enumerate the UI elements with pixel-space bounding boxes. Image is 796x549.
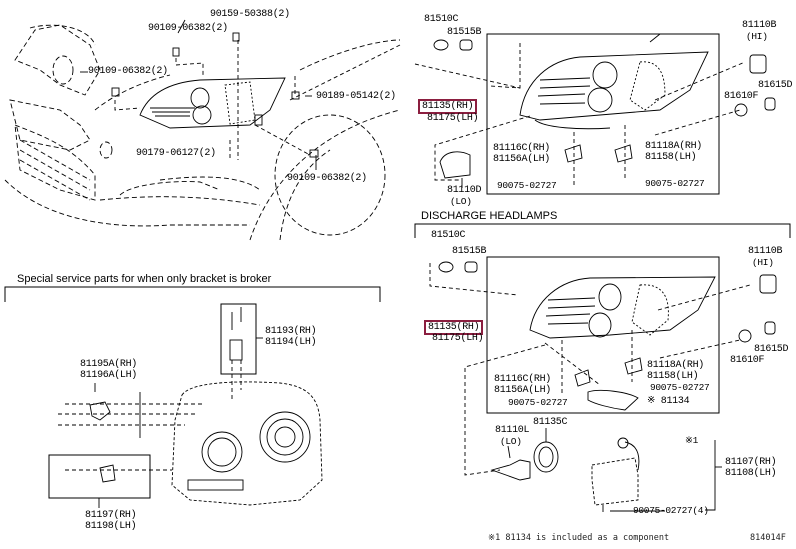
part-label-cap[interactable]: 81610F — [724, 91, 759, 102]
discharge-assembly — [414, 223, 791, 512]
discharge-label-ballast-lh[interactable]: 81108(LH) — [725, 468, 777, 479]
discharge-label-socket[interactable]: 81510C — [431, 230, 466, 241]
bracket-section-title: Special service parts for when only brac… — [17, 273, 272, 285]
discharge-label-bracket-a-lh[interactable]: 81156A(LH) — [494, 385, 552, 396]
part-label-bracket-a[interactable]: 81116C(RH) 81156A(LH) — [493, 143, 550, 165]
vehicle-leader-lines — [80, 19, 319, 170]
part-label-screw-left[interactable]: 90075-02727 — [497, 180, 557, 191]
footnote: ※1 81134 is included as a component — [488, 533, 670, 543]
discharge-label-screw-left[interactable]: 90075-02727 — [508, 397, 568, 408]
bracket-label-upper[interactable]: 81193(RH) 81194(LH) — [265, 326, 317, 348]
discharge-label-socket-side[interactable]: 81615D — [754, 344, 789, 355]
discharge-label-lamp-rh-highlighted[interactable]: 81135(RH) — [423, 320, 484, 335]
part-label-bracket-b-rh[interactable]: 81118A(RH) — [645, 141, 703, 152]
discharge-label-bracket-a-rh[interactable]: 81116C(RH) — [494, 374, 552, 385]
bracket-label-lower-rh[interactable]: 81197(RH) — [85, 510, 137, 521]
part-label-socket-side[interactable]: 81615D — [758, 80, 793, 91]
part-label-screw-right[interactable]: 90075-02727 — [645, 178, 705, 189]
part-label-clip-right[interactable]: 90189-05142(2) — [316, 91, 396, 102]
part-label-screw-lower[interactable]: 90179-06127(2) — [136, 148, 216, 159]
discharge-label-cover-cap[interactable]: 81135C — [533, 417, 568, 428]
part-label-bracket-b[interactable]: 81118A(RH) 81158(LH) — [645, 141, 702, 163]
bracket-label-upper-lh[interactable]: 81194(LH) — [265, 337, 317, 348]
discharge-label-ballast[interactable]: 81107(RH) 81108(LH) — [725, 457, 777, 479]
part-label-screw-fender[interactable]: 90109-06382(2) — [287, 173, 367, 184]
bracket-label-side-rh[interactable]: 81195A(RH) — [80, 359, 138, 370]
figure-code: 814014F — [750, 533, 786, 543]
discharge-label-bracket-b[interactable]: 81118A(RH) 81158(LH) — [647, 360, 704, 382]
vehicle-front-illustration — [4, 24, 401, 241]
part-label-bulb-side[interactable]: 81515B — [447, 27, 482, 38]
part-label-bracket-a-lh[interactable]: 81156A(LH) — [493, 154, 551, 165]
part-label-hi-bulb[interactable]: 81110B — [742, 20, 777, 31]
part-label-bolt-top[interactable]: 90159-50388(2) — [210, 9, 290, 20]
bracket-label-upper-rh[interactable]: 81193(RH) — [265, 326, 317, 337]
discharge-label-bracket-a[interactable]: 81116C(RH) 81156A(LH) — [494, 374, 551, 396]
discharge-label-ballast-rh[interactable]: 81107(RH) — [725, 457, 777, 468]
ballast-note-mark: ※1 — [685, 435, 699, 446]
discharge-label-bulb-side[interactable]: 81515B — [452, 246, 487, 257]
discharge-tag-lo: (LO) — [500, 436, 522, 447]
discharge-label-screw-right[interactable]: 90075-02727 — [650, 382, 710, 393]
part-label-screw-a[interactable]: 90109-06382(2) — [148, 23, 228, 34]
part-label-lo-bulb[interactable]: 81110D — [447, 185, 482, 196]
halogen-assembly — [414, 33, 776, 195]
discharge-label-bracket-b-lh[interactable]: 81158(LH) — [647, 371, 699, 382]
part-label-bracket-b-lh[interactable]: 81158(LH) — [645, 152, 697, 163]
part-label-lamp-lh[interactable]: 81175(LH) — [427, 113, 479, 124]
part-tag-hi: (HI) — [746, 31, 768, 42]
discharge-label-bracket-b-rh[interactable]: 81118A(RH) — [647, 360, 705, 371]
part-label-screw-b[interactable]: 90109-06382(2) — [88, 66, 168, 77]
part-label-socket[interactable]: 81510C — [424, 14, 459, 25]
discharge-label-cap[interactable]: 81610F — [730, 355, 765, 366]
part-tag-lo: (LO) — [450, 196, 472, 207]
bracket-label-lower-lh[interactable]: 81198(LH) — [85, 521, 137, 532]
part-label-bracket-a-rh[interactable]: 81116C(RH) — [493, 143, 551, 154]
discharge-label-hi-bulb[interactable]: 81110B — [748, 246, 783, 257]
discharge-tag-hi: (HI) — [752, 257, 774, 268]
bracket-label-side[interactable]: 81195A(RH) 81196A(LH) — [80, 359, 137, 381]
bracket-label-side-lh[interactable]: 81196A(LH) — [80, 370, 138, 381]
discharge-label-lamp-lh[interactable]: 81175(LH) — [432, 333, 484, 344]
bracket-label-lower[interactable]: 81197(RH) 81198(LH) — [85, 510, 137, 532]
discharge-label-cover[interactable]: ※ 81134 — [647, 396, 690, 407]
discharge-label-ballast-screw[interactable]: 90075-02727(4) — [633, 505, 709, 516]
part-label-lamp-rh-highlighted[interactable]: 81135(RH) — [417, 99, 478, 114]
discharge-label-lo-bulb[interactable]: 81110L — [495, 425, 530, 436]
discharge-section-title: DISCHARGE HEADLAMPS — [421, 210, 558, 222]
bracket-kit-assembly — [4, 286, 381, 508]
vehicle-headlamp — [139, 77, 286, 129]
